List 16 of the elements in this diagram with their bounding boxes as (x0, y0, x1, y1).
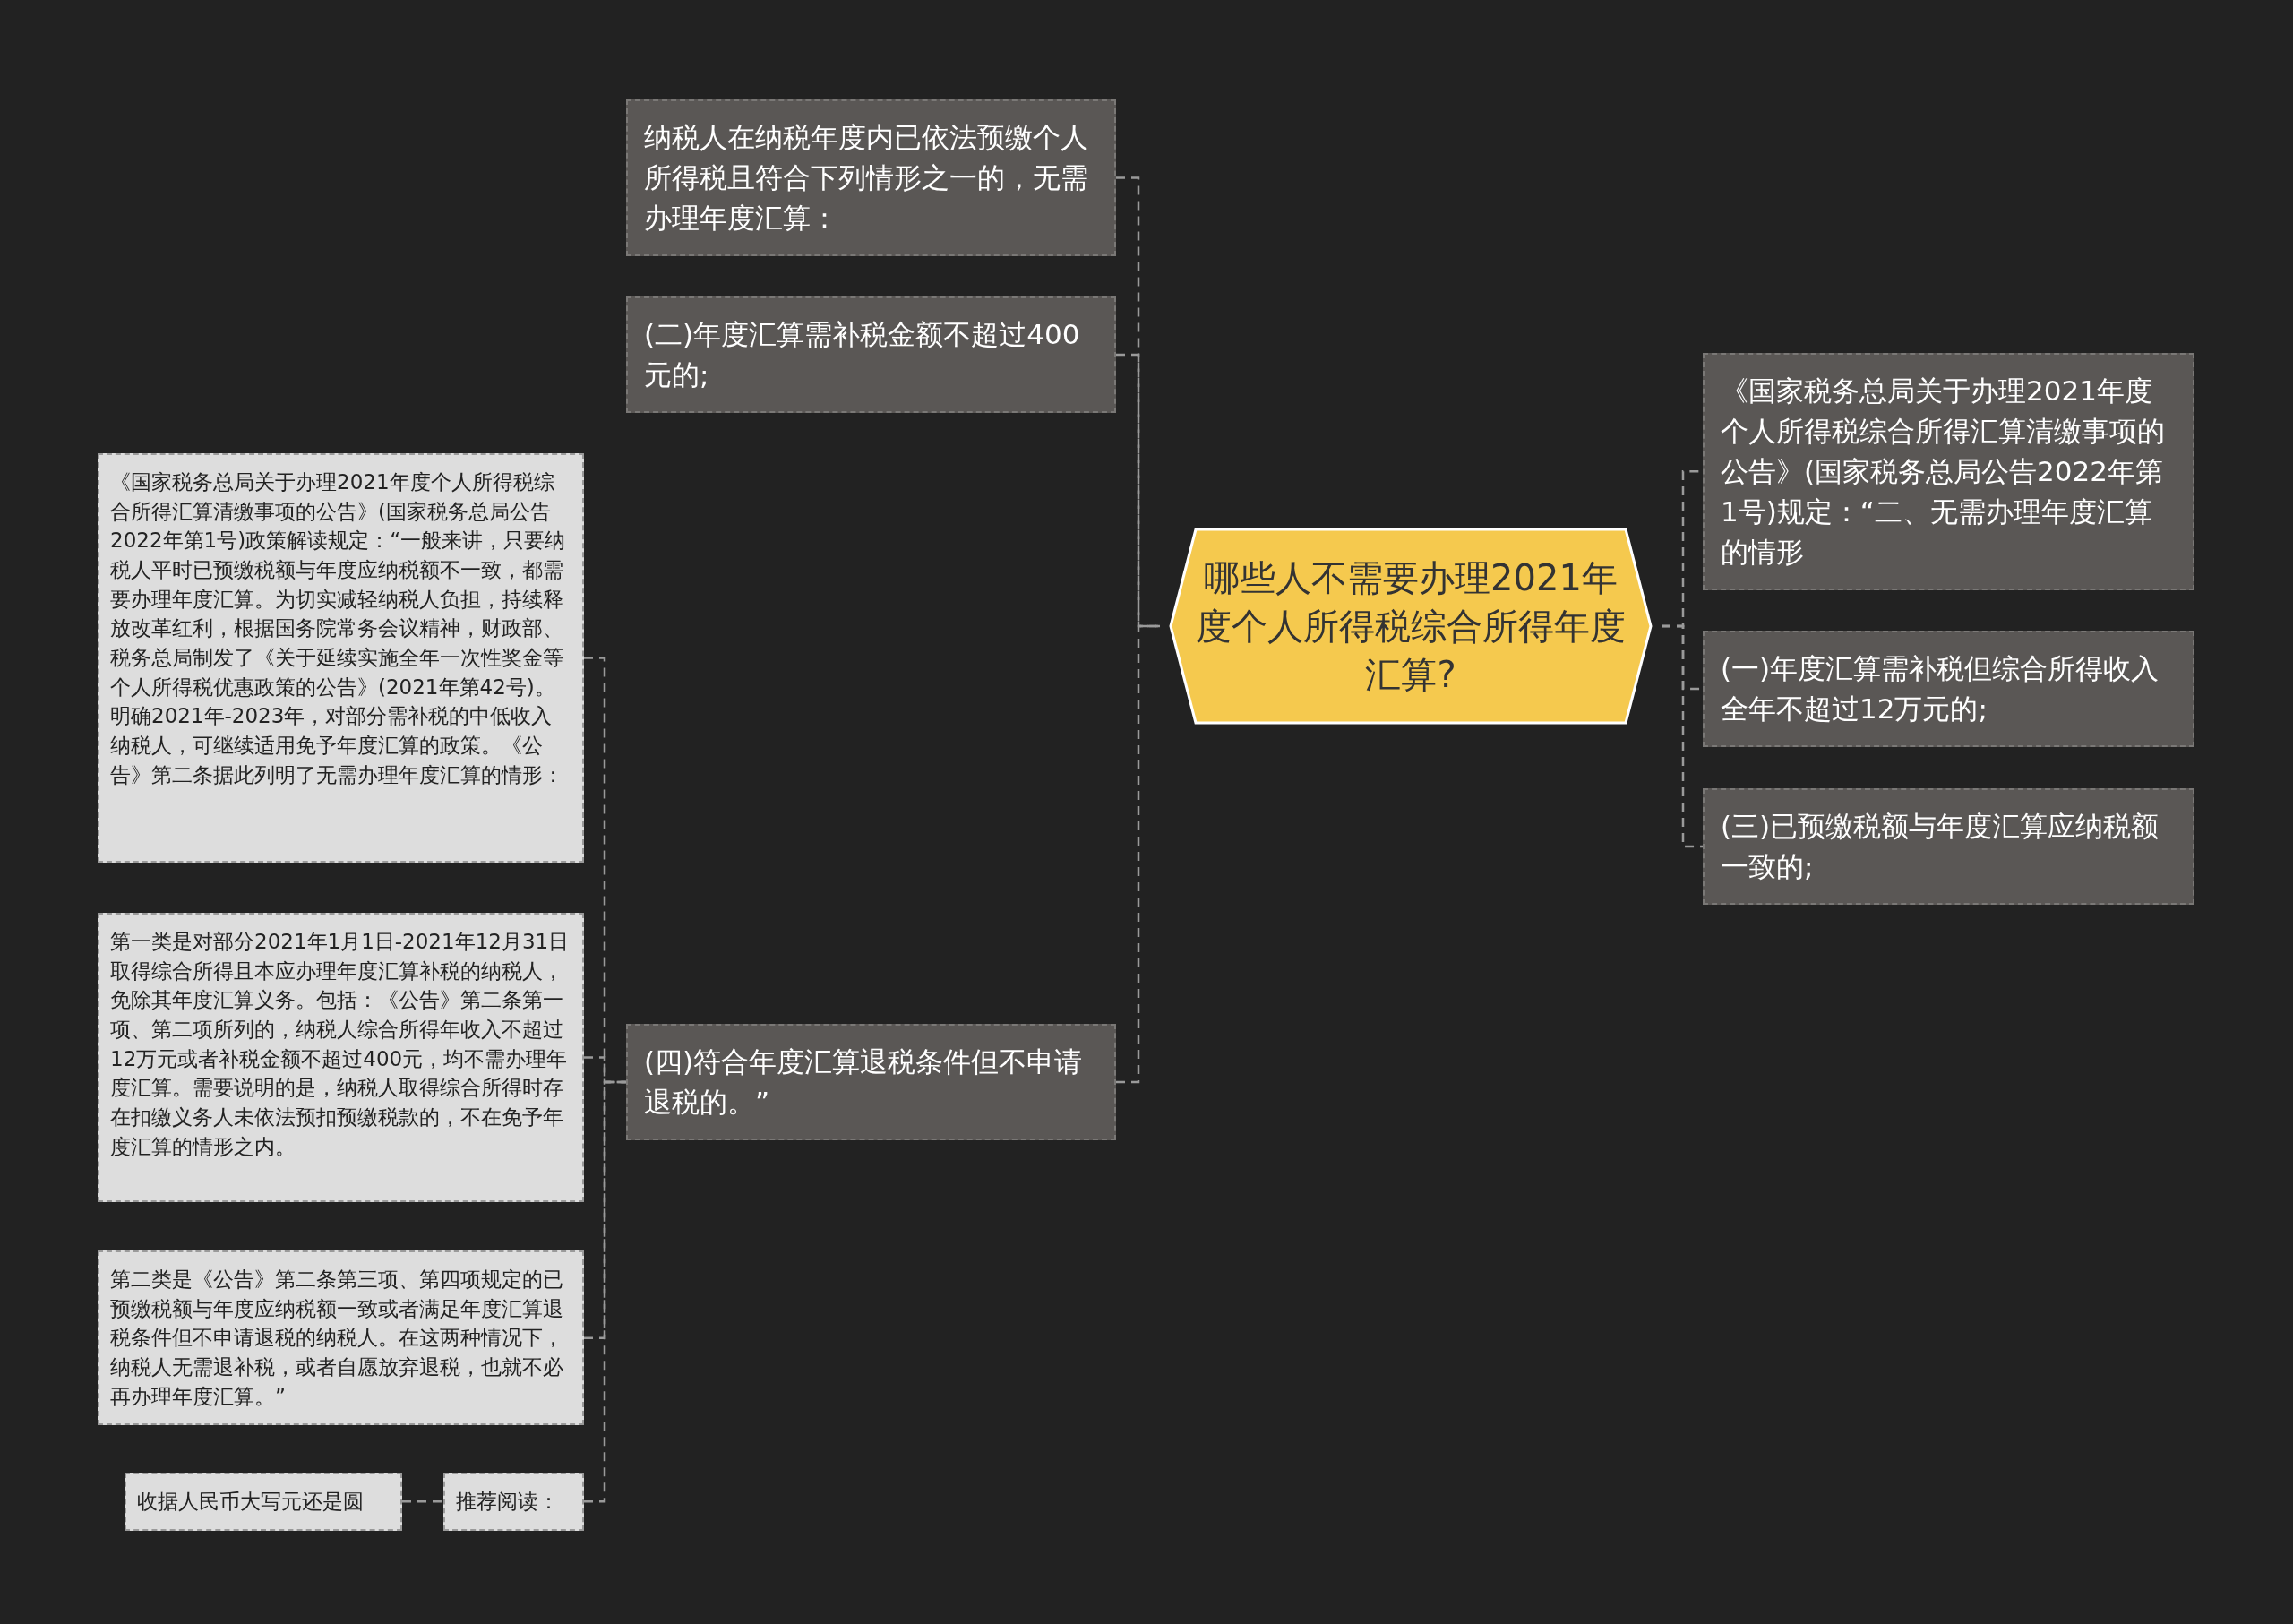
note-card: 收据人民币大写元还是圆 (125, 1473, 402, 1531)
connector-line (1116, 176, 1160, 628)
topic-card: (二)年度汇算需补税金额不超过400元的; (626, 296, 1116, 413)
topic-card: (一)年度汇算需补税但综合所得收入全年不超过12万元的; (1703, 631, 2194, 747)
topic-card: (三)已预缴税额与年度汇算应纳税额一致的; (1703, 788, 2194, 905)
connector-line (402, 1500, 443, 1503)
topic-card: 纳税人在纳税年度内已依法预缴个人所得税且符合下列情形之一的，无需办理年度汇算： (626, 99, 1116, 256)
topic-card: 《国家税务总局关于办理2021年度个人所得税综合所得汇算清缴事项的公告》(国家税务总局公告2022年第1号)规定：“二、无需办理年度汇算的情形 (1703, 353, 2194, 590)
connector-line (584, 1080, 626, 1503)
note-card: 《国家税务总局关于办理2021年度个人所得税综合所得汇算清缴事项的公告》(国家税务总局公告2022年第1号)政策解读规定：“一般来讲，只要纳税人平时已预缴税额与年度应纳税额不一致，都需要办理年度汇算。为切实减轻纳税人负担，持续释放改革红利，根据国务院常务会议精神，财政部、税务总局制发了《关于延续实施全年一次性奖金等个人所得税优惠政策的公告》(2021年第42号)。明确2021年-2023年，对部分需补税的中低收入纳税人，可继续适用免予年度汇算的政策。《公告》第二条据此列明了无需办理年度汇算的情形： (98, 453, 584, 863)
connector-line (1116, 353, 1160, 628)
note-card: 第一类是对部分2021年1月1日-2021年12月31日取得综合所得且本应办理年度汇算补税的纳税人，免除其年度汇算义务。包括：《公告》第二条第一项、第二项所列的，纳税人综合所得年收入不超过12万元或者补税金额不超过400元，均不需办理年度汇算。需要说明的是，纳税人取得综合所得时存在扣缴义务人未依法预扣预缴税款的，不在免予年度汇算的情形之内。 (98, 913, 584, 1202)
connector-line (1662, 624, 1703, 848)
topic-card: (四)符合年度汇算退税条件但不申请退税的。” (626, 1024, 1116, 1140)
note-card: 推荐阅读： (443, 1473, 584, 1531)
note-card: 第二类是《公告》第二条第三项、第四项规定的已预缴税额与年度应纳税额一致或者满足年度汇算退税条件但不申请退税的纳税人。在这两种情况下，纳税人无需退补税，或者自愿放弃退税，也就不必再办理年度汇算。” (98, 1250, 584, 1426)
